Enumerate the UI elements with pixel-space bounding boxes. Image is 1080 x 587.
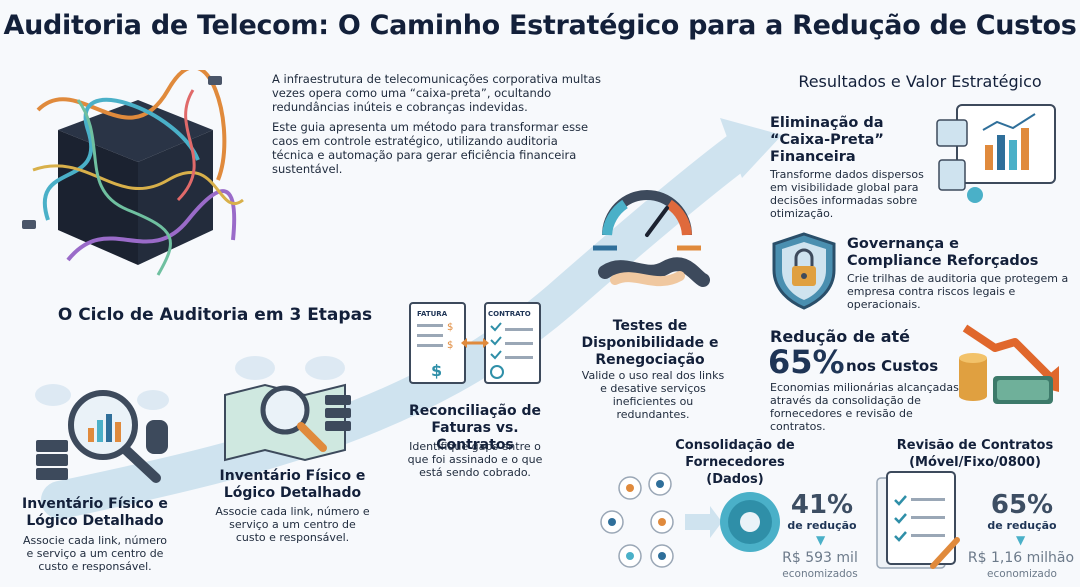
page-title: Auditoria de Telecom: O Caminho Estratég… [3,10,1077,41]
intro-paragraph-2: Este guia apresenta um método para trans… [272,120,589,176]
stat1-saved-amount: R$ 593 mil [782,550,858,566]
stat2-title: Revisão de Contratos (Móvel/Fixo/0800) [896,438,1054,470]
result1-description: Transforme dados dispersos em visibilida… [770,168,924,220]
stat2-saved-label: economizado [987,568,1057,580]
results-section-title: Resultados e Valor Estratégico [798,72,1042,91]
cycle-section-title: O Ciclo de Auditoria em 3 Etapas [57,305,373,325]
network-map-magnifier-icon [224,356,351,462]
step1-title: Inventário Físico e Lógico Detalhado [22,496,168,529]
step2-title: Reconciliação de Faturas vs. Contratos [408,403,542,453]
result3-title-b: nos Custos [846,357,939,375]
result2-description: Crie trilhas de auditoria que protegem a… [847,272,1069,311]
stat2-down-arrow-icon: ▼ [1016,533,1026,547]
svg-text:$: $ [447,340,453,351]
intro-text: A infraestrutura de telecomunicações cor… [272,72,602,182]
stat2-percent: 65% [990,490,1054,520]
svg-text:$: $ [431,361,442,380]
result3-description: Economias milionárias alcançadas através… [770,381,959,433]
step3-description: Valide o uso real dos links e desative s… [581,369,725,421]
handshake-gauge-icon [593,190,710,287]
contract-label: CONTRATO [488,310,531,318]
contract-review-icon [876,471,960,569]
stat2-saved-amount: R$ 1,16 milhão [967,550,1075,566]
step3-title: Testes de Disponibilidade e Renegociação [581,318,719,368]
stat1-percent: 41% [790,490,854,520]
coins-down-arrow-icon [959,324,1059,404]
stat1-down-arrow-icon: ▼ [816,533,826,547]
inventory-magnifier-icon [35,384,169,483]
shield-lock-icon [772,232,836,310]
stat1-label: de redução [787,519,857,532]
result2-title: Governança e Compliance Reforçados [847,236,1039,269]
analytics-dashboard-icon [936,104,1056,203]
stat1-saved-label: economizados [782,568,858,580]
vendor-consolidation-gear-icon [600,472,780,568]
tangled-cable-cube-icon [22,70,244,276]
result3-percent: 65% [768,343,845,381]
stat1-title: Consolidação de Fornecedores (Dados) [675,438,795,487]
step2-description: Identifique gaps entre o que foi assinad… [407,440,543,479]
stat2-label: de redução [987,519,1057,532]
step1b-description: Associe cada link, número e serviço a um… [215,505,370,544]
step1-description: Associe cada link, número e serviço a um… [23,534,167,573]
step1b-title: Inventário Físico e Lógico Detalhado [219,468,366,501]
invoice-vs-contract-icon: $ $ $ [409,302,541,384]
svg-text:$: $ [447,322,453,333]
invoice-label: FATURA [417,310,448,318]
result3-title-a: Redução de até [770,327,911,346]
result1-title: Eliminação da “Caixa-Preta” Financeira [770,115,884,165]
intro-paragraph-1: A infraestrutura de telecomunicações cor… [272,72,601,114]
